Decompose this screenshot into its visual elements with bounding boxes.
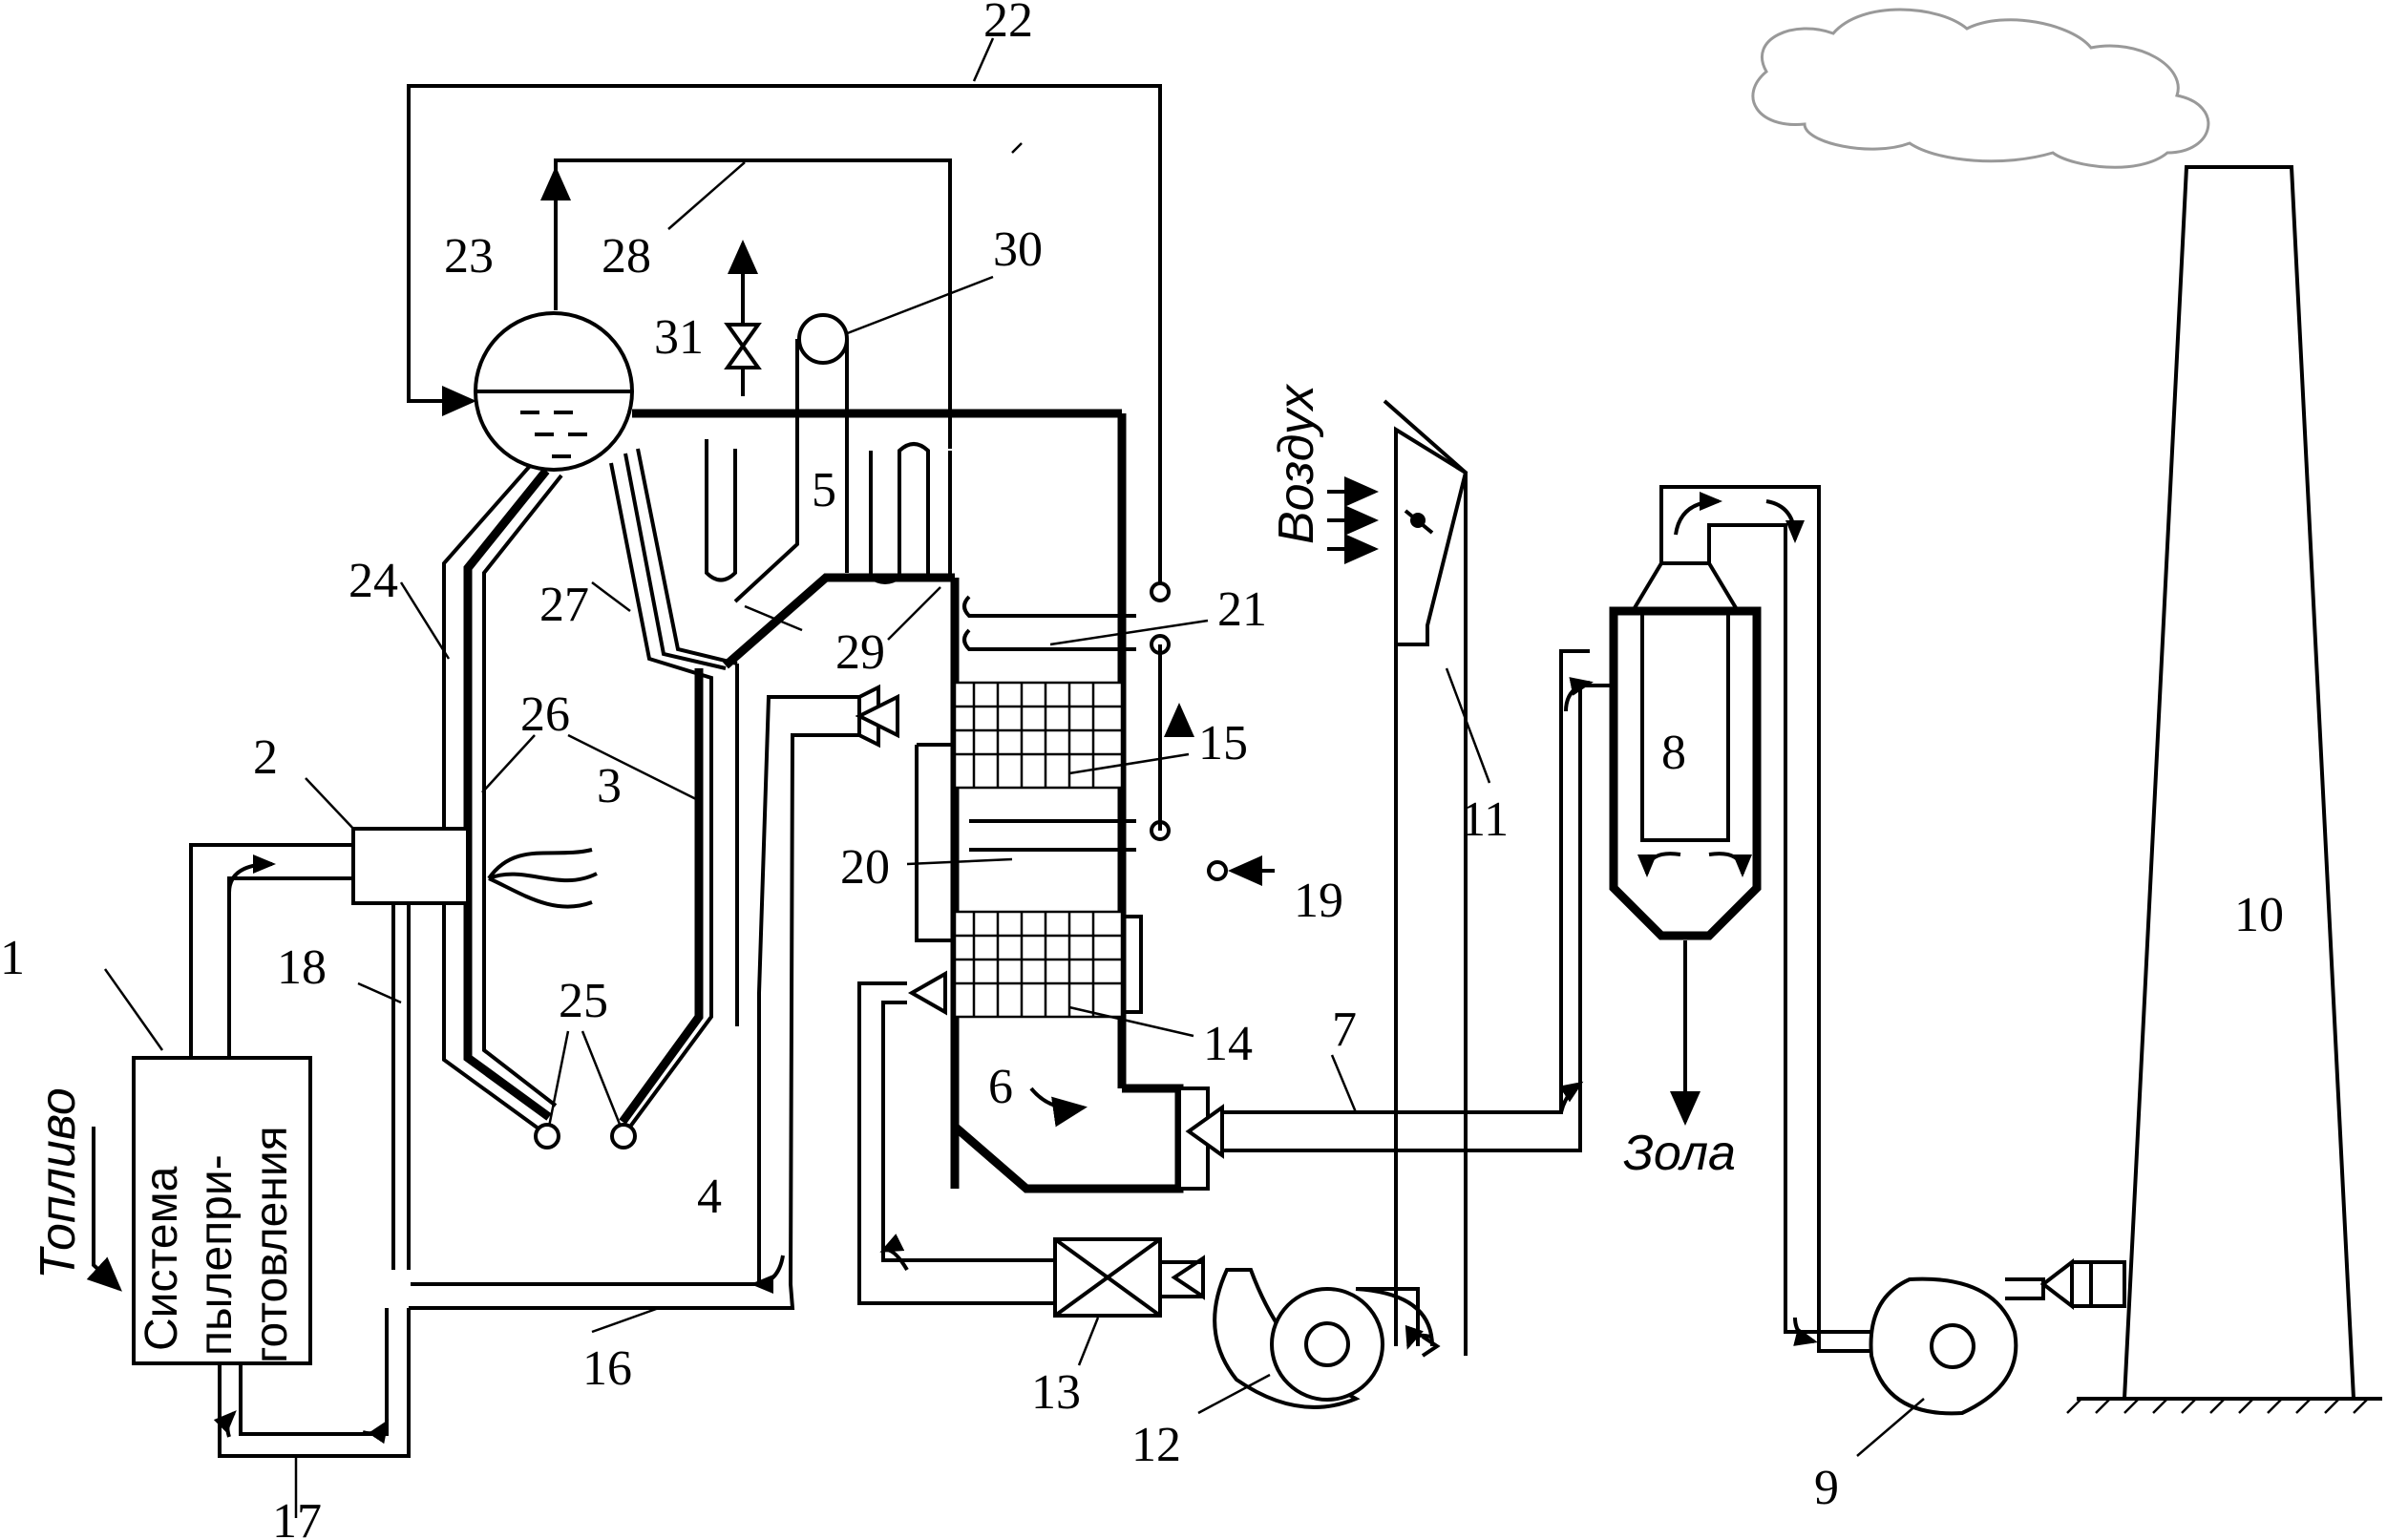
label-29: 29: [835, 625, 885, 680]
label-15: 15: [1198, 716, 1248, 770]
label-30: 30: [993, 222, 1043, 277]
label-6: 6: [988, 1060, 1013, 1114]
cold-air-duct: [857, 970, 1205, 1318]
fan-12: [1213, 1268, 1434, 1409]
smoke-cloud: [1751, 8, 2210, 169]
ash-collector: Зола: [1609, 485, 1871, 1353]
prep-system-label-1: Система: [137, 1166, 187, 1351]
label-21: 21: [1217, 582, 1267, 637]
label-5: 5: [812, 463, 836, 517]
prep-system-label-3: готовления: [246, 1126, 297, 1363]
label-19: 19: [1294, 874, 1343, 928]
fuel-label: Топливо: [31, 1087, 86, 1279]
label-12: 12: [1131, 1418, 1181, 1472]
label-8: 8: [1661, 726, 1686, 780]
label-10: 10: [2234, 888, 2284, 942]
label-31: 31: [654, 310, 704, 365]
number-labels: 22 23 28 30 31 5 24 27 29 21 26 3 15 11 …: [0, 0, 2284, 1540]
burner: [351, 827, 470, 905]
pipe-18: [391, 903, 411, 1270]
pipe-22: [407, 84, 1171, 602]
label-1: 1: [0, 931, 25, 985]
furnace: [442, 448, 739, 1150]
leader-lines: [103, 37, 1925, 1518]
label-2: 2: [253, 730, 278, 785]
label-25: 25: [559, 974, 608, 1028]
flame-icon: [487, 848, 598, 909]
air-intake: Воздух: [1269, 383, 1468, 646]
label-13: 13: [1031, 1365, 1081, 1420]
label-3: 3: [597, 759, 622, 813]
label-14: 14: [1203, 1017, 1253, 1071]
chimney: [2066, 165, 2382, 1414]
label-7: 7: [1332, 1002, 1357, 1057]
label-20: 20: [840, 840, 890, 895]
hot-air-duct: [409, 684, 899, 1310]
label-26: 26: [520, 687, 570, 742]
label-4: 4: [697, 1170, 722, 1224]
label-23: 23: [444, 229, 494, 284]
drum: [474, 311, 634, 472]
fuel-prep-system: Система пылепри- готовления: [132, 1056, 312, 1365]
flue-duct-7: [1177, 649, 1614, 1191]
air-label: Воздух: [1269, 383, 1324, 544]
label-24: 24: [349, 554, 398, 608]
ash-label: Зола: [1623, 1126, 1736, 1181]
label-9: 9: [1814, 1461, 1839, 1515]
label-27: 27: [539, 578, 589, 632]
label-16: 16: [582, 1341, 632, 1396]
label-22: 22: [983, 0, 1033, 48]
label-28: 28: [602, 229, 651, 284]
fan-9: [1869, 1257, 2126, 1416]
label-18: 18: [277, 940, 327, 995]
label-17: 17: [272, 1494, 322, 1540]
prep-system-label-2: пылепри-: [191, 1154, 242, 1356]
label-11: 11: [1461, 792, 1509, 847]
